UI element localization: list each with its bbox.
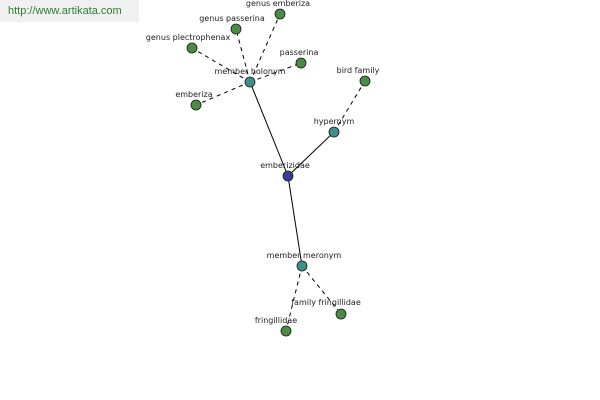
node-marker-genus-emberiza[interactable] [274,8,286,20]
node-label-genus-passerina: genus passerina [199,14,265,23]
graph-node-genus-passerina[interactable]: genus passerina [199,14,265,35]
nodes-layer: emberizidae member holonym hypernym member … [146,0,380,337]
node-marker-center[interactable] [282,170,294,182]
node-label-passerina: passerina [280,48,319,57]
edge-center-to-holonym [249,81,289,177]
edges-layer [191,13,366,332]
node-marker-holonym[interactable] [244,76,256,88]
edge-hypernym-to-bird-family [333,80,366,133]
graph-node-family-fringillidae[interactable]: family fringillidae [291,298,361,320]
graph-node-holonym[interactable]: member holonym [214,67,286,88]
edge-holonym-to-emberiza [195,81,251,106]
node-label-fringillidae: fringillidae [255,316,297,325]
node-label-family-fringillidae: family fringillidae [291,298,361,307]
node-marker-hypernym[interactable] [328,126,340,138]
edge-center-to-meronym [287,175,303,267]
graph-node-genus-plectrophenax[interactable]: genus plectrophenax [146,33,231,54]
edge-holonym-to-passerina [249,62,302,83]
watermark-url: http://www.artikata.com [0,0,139,22]
node-marker-meronym[interactable] [296,260,308,272]
node-marker-emberiza[interactable] [190,99,202,111]
node-marker-genus-plectrophenax[interactable] [186,42,198,54]
graph-node-emberiza[interactable]: emberiza [175,90,213,111]
graph-node-genus-emberiza[interactable]: genus emberiza [246,0,310,20]
node-label-emberiza: emberiza [175,90,212,99]
node-marker-fringillidae[interactable] [280,325,292,337]
graph-node-meronym[interactable]: member meronym [267,251,342,272]
edge-meronym-to-fringillidae [285,265,303,332]
edge-holonym-to-genus-passerina [235,28,251,83]
node-label-center: emberizidae [260,161,310,170]
graph-node-center[interactable]: emberizidae [260,161,310,182]
node-marker-passerina[interactable] [295,57,307,69]
node-marker-bird-family[interactable] [359,75,371,87]
node-label-genus-plectrophenax: genus plectrophenax [146,33,231,42]
graph-node-hypernym[interactable]: hypernym [314,117,355,138]
edge-center-to-hypernym [287,131,335,177]
node-marker-genus-passerina[interactable] [230,23,242,35]
graph-node-bird-family[interactable]: bird family [337,66,380,87]
node-label-hypernym: hypernym [314,117,355,126]
graph-node-fringillidae[interactable]: fringillidae [255,316,297,337]
edge-meronym-to-family-fringillidae [301,265,342,315]
node-label-bird-family: bird family [337,66,380,75]
node-marker-family-fringillidae[interactable] [335,308,347,320]
node-label-meronym: member meronym [267,251,342,260]
node-label-holonym: member holonym [214,67,285,76]
graph-node-passerina[interactable]: passerina [280,48,319,69]
edge-holonym-to-genus-plectrophenax [191,47,251,83]
node-label-genus-emberiza: genus emberiza [246,0,310,8]
